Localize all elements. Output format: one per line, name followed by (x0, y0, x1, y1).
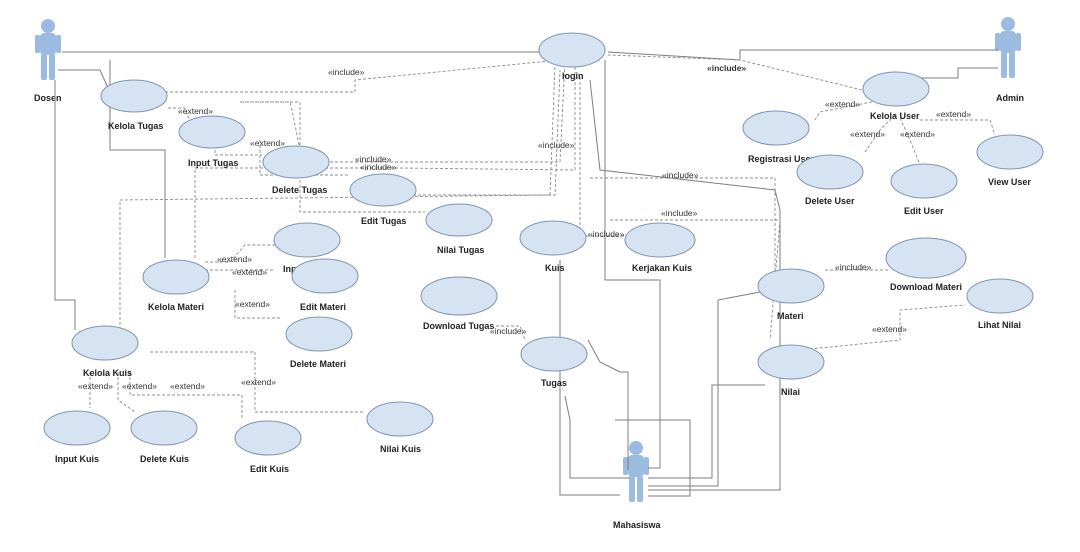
use-case-delete-user (796, 154, 864, 190)
use-case-edit-materi-label: Edit Materi (300, 302, 346, 312)
use-case-download-materi (885, 237, 967, 279)
relation-include-label: «include» (355, 154, 392, 164)
use-case-edit-tugas (349, 173, 417, 207)
use-case-nilai-tugas-label: Nilai Tugas (437, 245, 484, 255)
use-case-kelola-materi-label: Kelola Materi (148, 302, 204, 312)
use-case-kelola-tugas (100, 79, 168, 113)
use-case-kerjakan-kuis (624, 222, 696, 258)
use-case-input-tugas-label: Input Tugas (188, 158, 238, 168)
use-case-tugas (520, 336, 588, 372)
relation-include-label: «include» (490, 326, 527, 336)
relation-include-label: «include» (662, 170, 699, 180)
relation-include-label: «include» (661, 208, 698, 218)
use-case-kelola-user-label: Kelola User (870, 111, 920, 121)
use-case-download-tugas (420, 276, 498, 316)
use-case-input-kuis-label: Input Kuis (55, 454, 99, 464)
relation-extend-label: «extend» (170, 381, 205, 391)
use-case-edit-tugas-label: Edit Tugas (361, 216, 406, 226)
relation-include-label: «include» (835, 262, 872, 272)
relation-extend-label: «extend» (217, 254, 252, 264)
actor-admin-label: Admin (996, 93, 1024, 103)
use-case-nilai-kuis (366, 401, 434, 437)
relation-extend-label: «extend» (850, 129, 885, 139)
use-case-input-kuis (43, 410, 111, 446)
relation-include-label: «include» (360, 162, 397, 172)
relation-extend-label: «extend» (936, 109, 971, 119)
relation-extend-label: «extend» (78, 381, 113, 391)
use-case-edit-kuis (234, 420, 302, 456)
relation-include-label: «include» (328, 67, 365, 77)
use-case-kelola-kuis-label: Kelola Kuis (83, 368, 132, 378)
relation-extend-label: «extend» (122, 381, 157, 391)
relation-include-label: «include» (538, 140, 575, 150)
use-case-nilai-tugas (425, 203, 493, 237)
use-case-login (538, 32, 606, 68)
actor-admin (995, 17, 1021, 78)
use-case-materi (757, 268, 825, 304)
use-case-kuis-label: Kuis (545, 263, 565, 273)
relation-extend-label: «extend» (235, 299, 270, 309)
use-case-view-user (976, 134, 1044, 170)
use-case-materi-label: Materi (777, 311, 804, 321)
use-case-edit-user-label: Edit User (904, 206, 944, 216)
use-case-edit-kuis-label: Edit Kuis (250, 464, 289, 474)
use-case-delete-user-label: Delete User (805, 196, 855, 206)
use-case-registrasi-user (742, 110, 810, 146)
use-case-delete-kuis (130, 410, 198, 446)
use-case-input-tugas (178, 115, 246, 149)
relation-extend-label: «extend» (250, 138, 285, 148)
use-case-edit-user (890, 163, 958, 199)
use-case-tugas-label: Tugas (541, 378, 567, 388)
use-case-input-materi (273, 222, 341, 258)
use-case-nilai (757, 344, 825, 380)
use-case-nilai-kuis-label: Nilai Kuis (380, 444, 421, 454)
use-case-download-materi-label: Download Materi (890, 282, 962, 292)
relation-extend-label: «extend» (825, 99, 860, 109)
use-case-kerjakan-kuis-label: Kerjakan Kuis (632, 263, 692, 273)
use-case-lihat-nilai-label: Lihat Nilai (978, 320, 1021, 330)
use-case-kelola-user (862, 71, 930, 107)
actor-mahasiswa (623, 441, 649, 502)
actor-dosen-label: Dosen (34, 93, 62, 103)
actor-dosen (35, 19, 61, 80)
use-case-delete-materi-label: Delete Materi (290, 359, 346, 369)
use-case-registrasi-user-label: Registrasi User (748, 154, 815, 164)
use-case-delete-kuis-label: Delete Kuis (140, 454, 189, 464)
actor-mahasiswa-label: Mahasiswa (613, 520, 662, 530)
use-case-delete-tugas-label: Delete Tugas (272, 185, 327, 195)
use-case-login-label: login (562, 71, 584, 81)
association-lines (54, 49, 998, 497)
use-case-nilai-label: Nilai (781, 387, 800, 397)
use-case-delete-materi (285, 316, 353, 352)
relation-extend-label: «extend» (232, 267, 267, 277)
relation-extend-label: «extend» (178, 106, 213, 116)
relation-extend-label: «extend» (900, 129, 935, 139)
use-case-kelola-tugas-label: Kelola Tugas (108, 121, 163, 131)
use-case-lihat-nilai (966, 278, 1034, 314)
use-case-kelola-kuis (71, 325, 139, 361)
relation-include-label: «include» (588, 229, 625, 239)
use-case-view-user-label: View User (988, 177, 1031, 187)
use-case-kuis (519, 220, 587, 256)
use-case-delete-tugas (262, 145, 330, 179)
relation-include-label: «include» (707, 63, 746, 73)
relation-extend-label: «extend» (872, 324, 907, 334)
relation-extend-label: «extend» (241, 377, 276, 387)
use-case-edit-materi (291, 258, 359, 294)
use-case-download-tugas-label: Download Tugas (423, 321, 494, 331)
use-case-kelola-materi (142, 259, 210, 295)
